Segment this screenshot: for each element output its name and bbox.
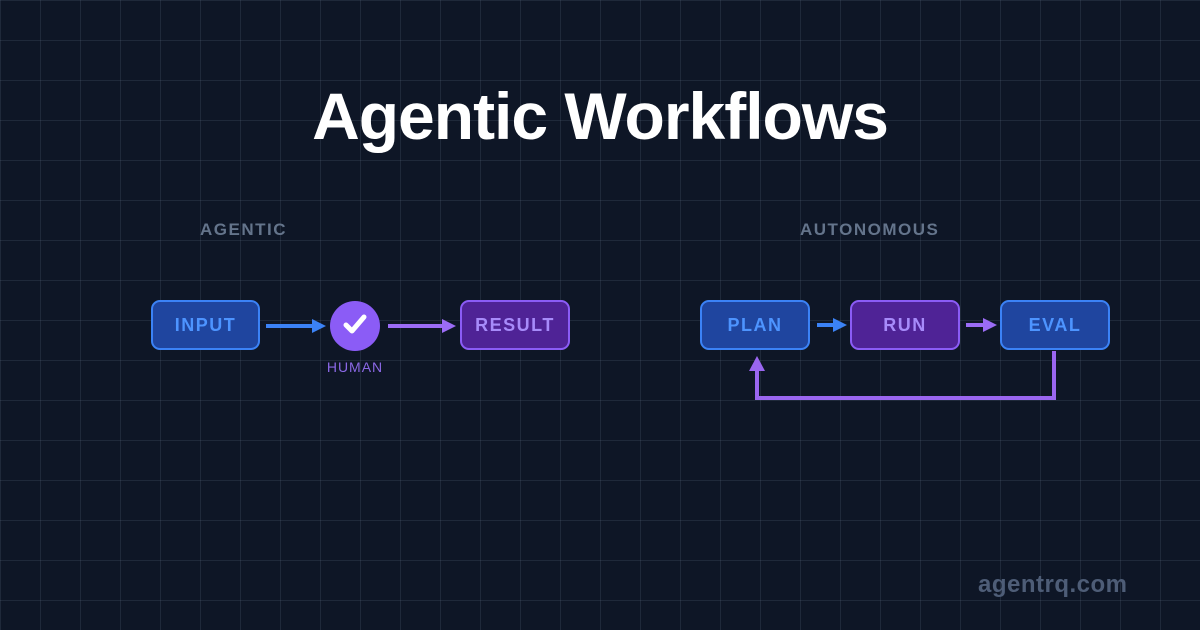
arrow-run-to-eval: [966, 318, 997, 332]
arrow-human-to-result: [388, 319, 456, 333]
node-run: RUN: [850, 300, 960, 350]
human-node: [330, 301, 380, 351]
watermark: agentrq.com: [978, 571, 1128, 598]
arrow-input-to-human: [266, 319, 326, 333]
node-input: INPUT: [151, 300, 260, 350]
node-eval: EVAL: [1000, 300, 1110, 350]
node-plan: PLAN: [700, 300, 810, 350]
check-icon: [338, 307, 372, 346]
feedback-loop-eval-to-plan: [749, 351, 1056, 400]
arrow-plan-to-run: [817, 318, 847, 332]
page-title: Agentic Workflows: [312, 79, 889, 153]
section-label-agentic: AGENTIC: [200, 220, 287, 239]
human-label: HUMAN: [326, 359, 384, 375]
node-result: RESULT: [460, 300, 570, 350]
section-label-autonomous: AUTONOMOUS: [800, 220, 940, 239]
